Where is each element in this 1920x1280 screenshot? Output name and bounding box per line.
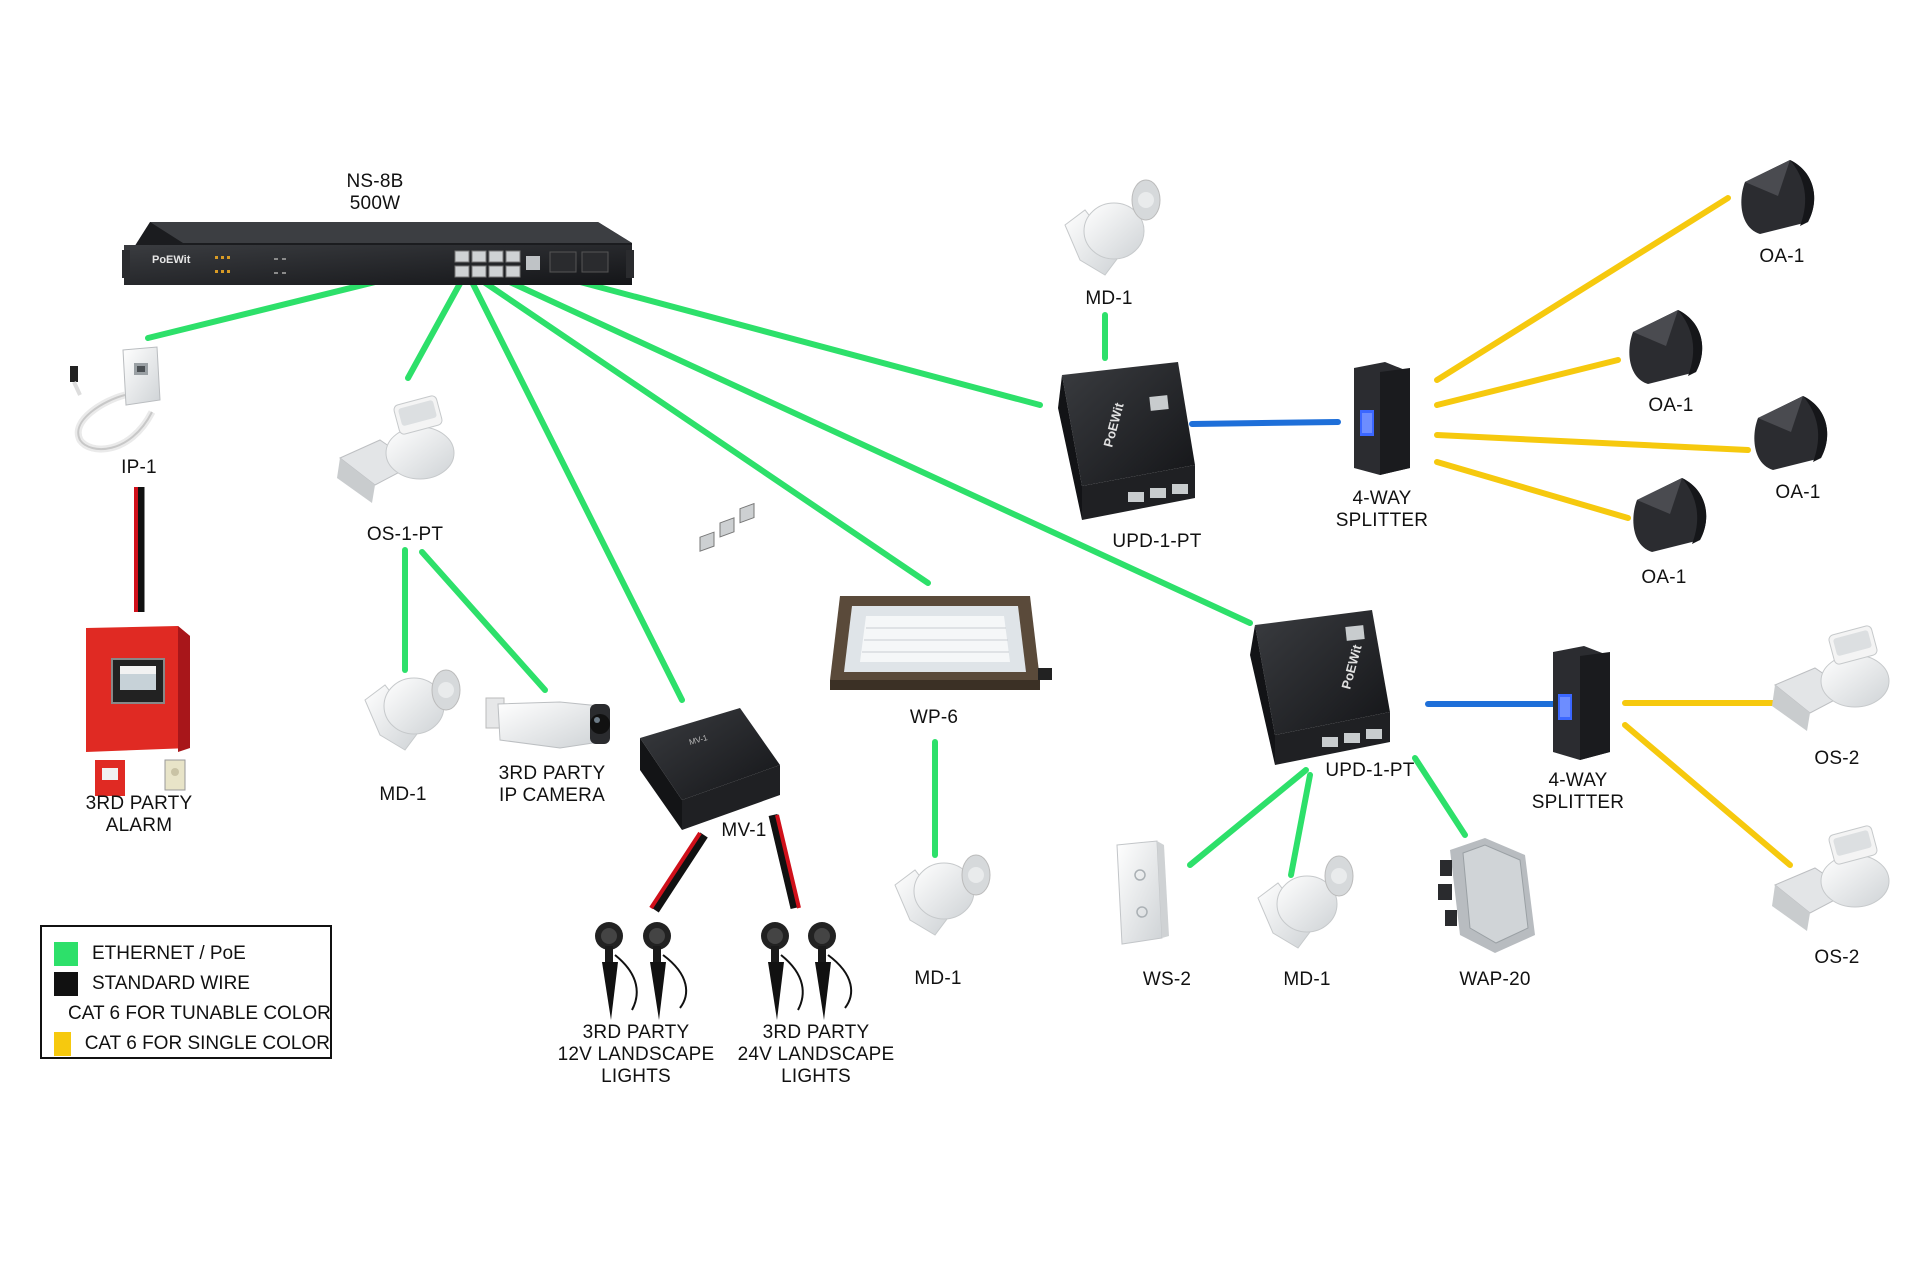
upd1pt-bottom: PoEWit xyxy=(1250,610,1390,765)
label-wap20: WAP-20 xyxy=(1459,969,1531,990)
label-md1-top: MD-1 xyxy=(1085,288,1133,309)
label-oa1-4: OA-1 xyxy=(1641,567,1687,588)
label-os2-2: OS-2 xyxy=(1814,947,1860,968)
link-switch-wp6 xyxy=(475,275,931,586)
landscape-lights-24v xyxy=(761,922,853,1020)
power-wires xyxy=(134,487,801,913)
oa1-device-3 xyxy=(1754,396,1828,470)
label-wp6: WP-6 xyxy=(909,707,959,728)
label-ns8b: NS-8B 500W xyxy=(346,171,404,214)
link-upd-wap20 xyxy=(1412,755,1468,838)
legend-item-tunable: CAT 6 FOR TUNABLE COLOR xyxy=(54,999,331,1029)
label-ip-camera: 3RD PARTY IP CAMERA xyxy=(498,763,606,806)
md1-sensor-left xyxy=(364,669,461,751)
oa1-device-2 xyxy=(1629,310,1703,384)
label-lights-12v: 3RD PARTY 12V LANDSCAPE LIGHTS xyxy=(557,1022,715,1087)
legend-item-standard-wire: STANDARD WIRE xyxy=(54,969,330,999)
label-oa1-2: OA-1 xyxy=(1648,395,1694,416)
ns8b-switch: PoEWit xyxy=(122,222,634,285)
label-os2-1: OS-2 xyxy=(1814,748,1860,769)
single-color-cat6-connections xyxy=(1434,195,1803,868)
legend-label-standard-wire: STANDARD WIRE xyxy=(92,973,250,994)
legend-swatch-ethernet xyxy=(54,942,78,966)
legend-swatch-standard-wire xyxy=(54,972,78,996)
legend-label-single-color: CAT 6 FOR SINGLE COLOR xyxy=(84,1033,330,1054)
label-md1-right: MD-1 xyxy=(1283,969,1331,990)
upd1pt-top: PoEWit xyxy=(1058,362,1195,520)
label-md1-left: MD-1 xyxy=(379,784,427,805)
label-upd-bottom: UPD-1-PT xyxy=(1325,760,1415,781)
link-switch-upd-bottom xyxy=(485,269,1253,626)
os1pt-sensor xyxy=(337,395,455,503)
md1-sensor-right xyxy=(1257,855,1354,949)
label-oa1-3: OA-1 xyxy=(1775,482,1821,503)
link-upd-ws2 xyxy=(1187,767,1309,868)
alarm-panel xyxy=(86,626,190,796)
os2-sensor-1 xyxy=(1772,625,1890,731)
legend-swatch-single-color xyxy=(54,1032,71,1056)
link-switch-mv1 xyxy=(467,275,685,703)
label-os1pt: OS-1-PT xyxy=(366,524,444,545)
label-oa1-1: OA-1 xyxy=(1759,246,1805,267)
legend-label-ethernet: ETHERNET / PoE xyxy=(92,943,246,964)
ws2-wall-switch xyxy=(1116,840,1169,945)
label-ip1: IP-1 xyxy=(121,457,157,478)
md1-sensor-middle xyxy=(894,854,991,936)
splitter-bottom xyxy=(1553,646,1610,760)
label-md1-middle: MD-1 xyxy=(914,968,962,989)
ip1-adapter xyxy=(70,346,161,453)
md1-sensor-top xyxy=(1064,179,1161,276)
legend-label-tunable: CAT 6 FOR TUNABLE COLOR xyxy=(68,1003,331,1024)
link-switch-os1pt xyxy=(405,275,466,381)
ip-camera xyxy=(485,697,610,749)
link-upd-md1 xyxy=(1288,772,1313,878)
label-splitter-top: 4-WAY SPLITTER xyxy=(1335,488,1429,531)
splitter-top xyxy=(1354,362,1410,475)
switch-brand-text: PoEWit xyxy=(152,254,191,266)
label-upd-top: UPD-1-PT xyxy=(1112,531,1202,552)
label-mv1: MV-1 xyxy=(721,820,767,841)
ethernet-connections xyxy=(145,257,1468,878)
link-os1pt-camera xyxy=(419,549,548,693)
label-ws2: WS-2 xyxy=(1142,969,1192,990)
wap20-access-point xyxy=(1438,838,1535,953)
legend-item-single-color: CAT 6 FOR SINGLE COLOR xyxy=(54,1029,330,1059)
oa1-device-1 xyxy=(1741,160,1815,234)
os2-sensor-2 xyxy=(1772,825,1890,931)
label-lights-24v: 3RD PARTY 24V LANDSCAPE LIGHTS xyxy=(737,1022,895,1087)
mv1-module: MV-1 xyxy=(640,502,780,830)
legend: ETHERNET / PoE STANDARD WIRE CAT 6 FOR T… xyxy=(40,925,332,1059)
wp6-wallpack xyxy=(830,596,1052,690)
oa1-device-4 xyxy=(1633,478,1707,552)
landscape-lights-12v xyxy=(595,922,688,1020)
legend-item-ethernet: ETHERNET / PoE xyxy=(54,939,330,969)
label-splitter-bottom: 4-WAY SPLITTER xyxy=(1531,770,1625,813)
label-alarm: 3RD PARTY ALARM xyxy=(85,793,193,836)
tunable-cat6-connections xyxy=(1189,419,1566,707)
